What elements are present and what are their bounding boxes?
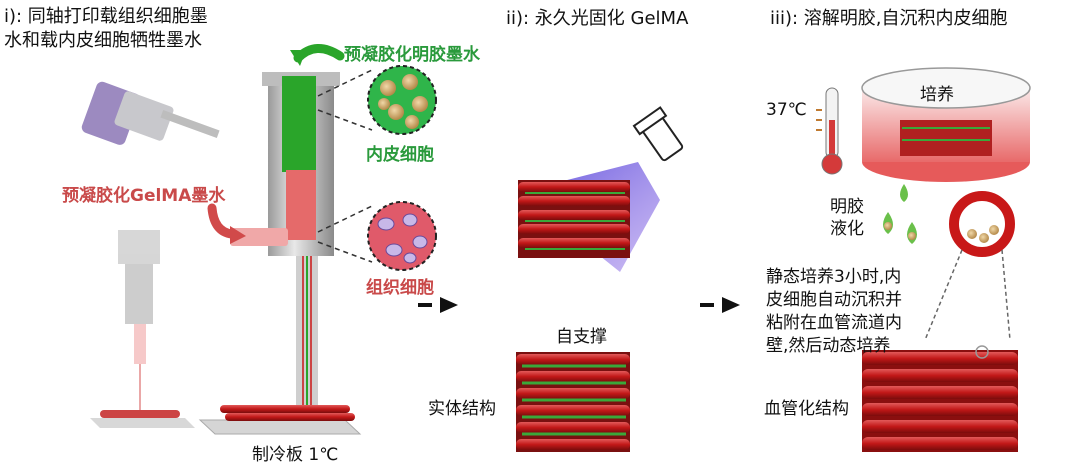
green-arrow-head (290, 50, 306, 66)
static-culture-line3: 粘附在血管流道内 (766, 313, 902, 333)
label-endothelial-cells: 内皮细胞 (366, 145, 434, 165)
solid-structure-block (516, 352, 630, 452)
label-gelma-ink: 预凝胶化GelMA墨水 (62, 186, 226, 206)
red-arrow-head (230, 226, 246, 244)
label-tissue-cells: 组织细胞 (366, 278, 434, 298)
cold-plate (198, 405, 362, 435)
label-self-support: 自支撑 (556, 327, 607, 347)
arrow-step2-to-3 (700, 297, 740, 313)
step1-title-line2: 水和载内皮细胞牺牲墨水 (4, 30, 202, 51)
step3-title: iii): 溶解明胶,自沉积内皮细胞 (770, 8, 1008, 29)
zoom-lines (317, 69, 373, 263)
label-solid-structure: 实体结构 (428, 399, 496, 419)
label-vascular-structure: 血管化结构 (764, 399, 849, 419)
arrow-step1-to-2 (418, 297, 458, 313)
thermometer-icon (816, 87, 843, 175)
crosslinked-block (518, 180, 630, 258)
step2-title: ii): 永久光固化 GelMA (506, 8, 689, 29)
tissue-cell-circle (367, 201, 437, 271)
label-temperature: 37℃ (766, 100, 807, 120)
culture-dish-icon (861, 67, 1031, 182)
syringe-icon (81, 81, 220, 145)
red-arrow-icon (207, 203, 237, 239)
faded-nozzle-icon (118, 230, 160, 418)
step1-title-line1: i): 同轴打印载组织细胞墨 (4, 6, 208, 27)
vessel-cross-section-icon (924, 191, 1015, 341)
label-cold-plate: 制冷板 1℃ (252, 445, 339, 465)
label-gelatin-liquefy-1: 明胶 (830, 197, 864, 217)
label-culture: 培养 (920, 85, 954, 105)
coaxial-nozzle-icon (230, 72, 340, 408)
droplets-icon (883, 184, 917, 244)
static-culture-line2: 皮细胞自动沉积并 (766, 290, 902, 310)
endothelial-cell-circle (367, 65, 437, 135)
label-gelatin-ink: 预凝胶化明胶墨水 (344, 45, 480, 65)
label-gelatin-liquefy-2: 液化 (830, 219, 864, 239)
flashlight-icon (632, 106, 684, 162)
vascular-structure-block (862, 345, 1018, 452)
static-culture-line4: 壁,然后动态培养 (766, 336, 891, 356)
faded-bed (90, 410, 195, 428)
static-culture-line1: 静态培养3小时,内 (766, 267, 902, 287)
